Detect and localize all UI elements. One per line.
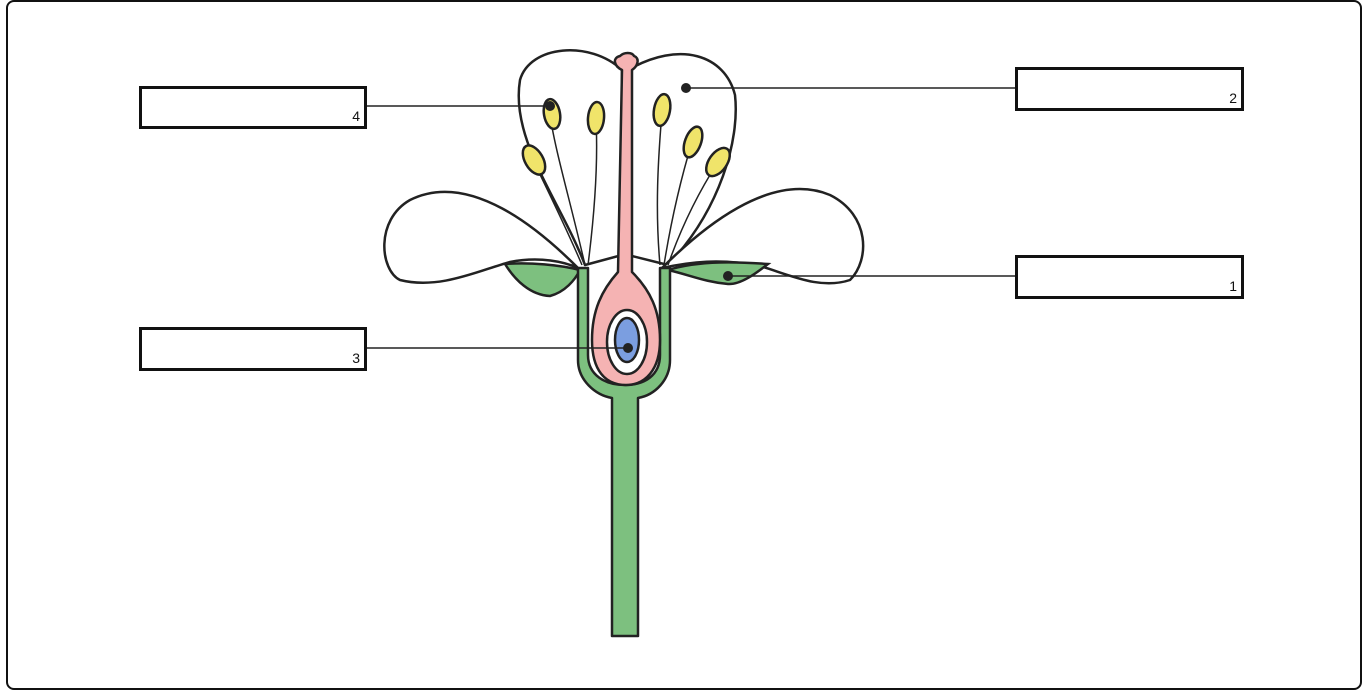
- label-number-2: 2: [1229, 90, 1237, 106]
- leader-dot-3: [623, 343, 633, 353]
- sepal-right: [668, 262, 768, 284]
- label-number-3: 3: [352, 350, 360, 366]
- label-box-1[interactable]: 1: [1015, 255, 1244, 299]
- label-box-2[interactable]: 2: [1015, 67, 1244, 111]
- label-box-4[interactable]: 4: [139, 86, 367, 129]
- sepal-left: [505, 263, 580, 296]
- leader-dot-1: [723, 271, 733, 281]
- ovule: [615, 318, 639, 362]
- label-box-3[interactable]: 3: [139, 327, 367, 371]
- label-number-1: 1: [1229, 278, 1237, 294]
- leader-dot-4: [545, 101, 555, 111]
- label-number-4: 4: [352, 108, 360, 124]
- leader-dot-2: [681, 83, 691, 93]
